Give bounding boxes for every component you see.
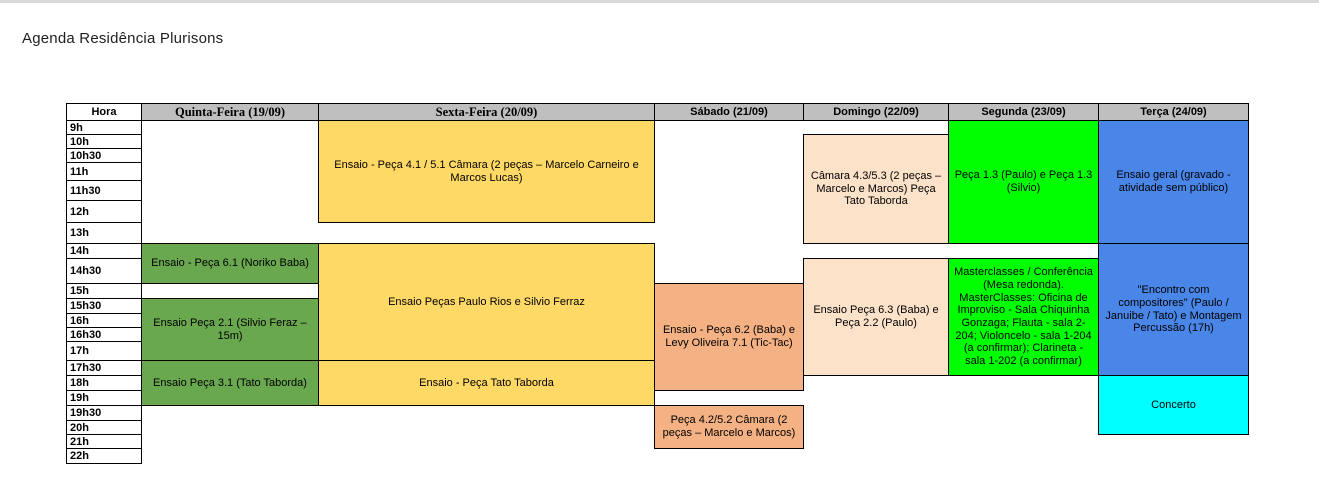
hour-cell-14h30: 14h30	[66, 258, 142, 284]
hour-cell-18h: 18h	[66, 375, 142, 391]
day-header-sabado: Sábado (21/09)	[654, 103, 804, 121]
hour-cell-16h: 16h	[66, 313, 142, 328]
event-block: Ensaio Peça 2.1 (Silvio Feraz –15m)	[141, 298, 319, 361]
hour-cell-11h: 11h	[66, 162, 142, 181]
day-header-segunda: Segunda (23/09)	[948, 103, 1099, 121]
hour-cell-11h30: 11h30	[66, 180, 142, 201]
day-header-terca: Terça (24/09)	[1098, 103, 1249, 121]
hour-cell-15h: 15h	[66, 283, 142, 299]
schedule-table: Hora Quinta-Feira (19/09)Sexta-Feira (20…	[66, 103, 1249, 464]
event-block: Câmara 4.3/5.3 (2 peças – Marcelo e Marc…	[803, 134, 949, 244]
hour-cell-17h30: 17h30	[66, 360, 142, 376]
hour-cell-17h: 17h	[66, 341, 142, 361]
hour-cell-21h: 21h	[66, 434, 142, 449]
event-block: Ensaio geral (gravado - atividade sem pú…	[1098, 120, 1249, 244]
day-header-sexta-feira: Sexta-Feira (20/09)	[318, 103, 655, 121]
day-header-quinta-feira: Quinta-Feira (19/09)	[141, 103, 319, 121]
hour-cell-9h: 9h	[66, 120, 142, 135]
hour-cell-15h30: 15h30	[66, 298, 142, 314]
hour-cell-10h30: 10h30	[66, 148, 142, 163]
event-block: Peça 4.2/5.2 Câmara (2 peças – Marcelo e…	[654, 405, 804, 449]
page-title: Agenda Residência Plurisons	[22, 30, 224, 47]
hour-cell-19h: 19h	[66, 390, 142, 406]
hour-column-header: Hora	[66, 103, 142, 121]
hour-cell-14h: 14h	[66, 243, 142, 259]
event-block: Ensaio Peça 3.1 (Tato Taborda)	[141, 360, 319, 406]
hour-cell-20h: 20h	[66, 420, 142, 435]
event-block: Ensaio - Peça Tato Taborda	[318, 360, 655, 406]
hour-cell-12h: 12h	[66, 200, 142, 223]
hour-cell-13h: 13h	[66, 222, 142, 244]
event-block: "Encontro com compositores" (Paulo / Jan…	[1098, 243, 1249, 376]
event-block: Concerto	[1098, 375, 1249, 435]
event-block: Ensaio - Peça 6.1 (Noriko Baba)	[141, 243, 319, 284]
hour-cell-16h30: 16h30	[66, 327, 142, 342]
day-header-domingo: Domingo (22/09)	[803, 103, 949, 121]
hour-cell-22h: 22h	[66, 448, 142, 464]
event-block: Ensaio Peça 6.3 (Baba) e Peça 2.2 (Paulo…	[803, 258, 949, 376]
hour-cell-19h30: 19h30	[66, 405, 142, 421]
event-block: Ensaio - Peça 6.2 (Baba) e Levy Oliveira…	[654, 283, 804, 391]
top-edge-divider	[0, 0, 1319, 3]
event-block: Ensaio Peças Paulo Rios e Silvio Ferraz	[318, 243, 655, 361]
event-block: Peça 1.3 (Paulo) e Peça 1.3 (Silvio)	[948, 120, 1099, 244]
event-block: Masterclasses / Conferência (Mesa redond…	[948, 258, 1099, 376]
hour-cell-10h: 10h	[66, 134, 142, 149]
event-block: Ensaio - Peça 4.1 / 5.1 Câmara (2 peças …	[318, 120, 655, 223]
